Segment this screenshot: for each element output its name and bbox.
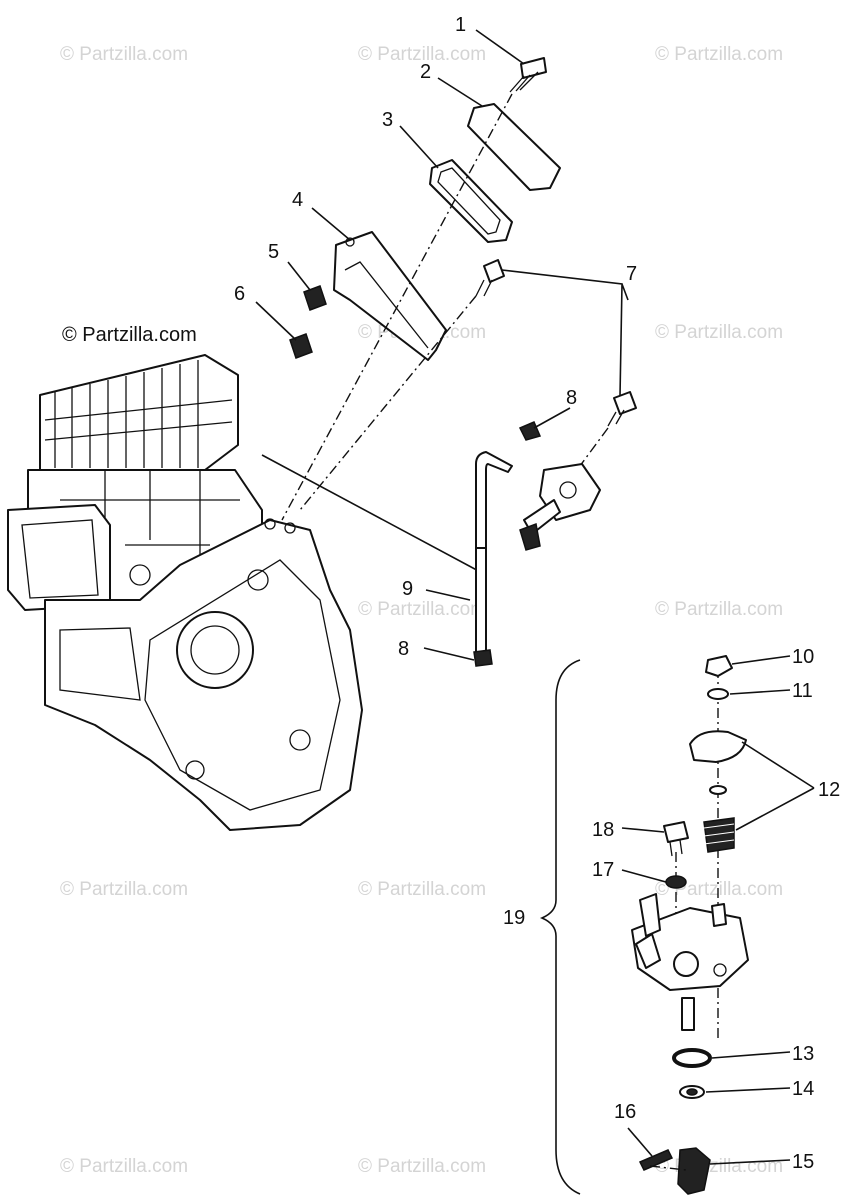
watermark: © Partzilla.com <box>655 322 783 343</box>
part-18-bolt <box>663 821 689 857</box>
callout-8-lower: 8 <box>398 638 409 660</box>
part-16-pin <box>638 1149 674 1171</box>
leader-lines <box>255 29 815 1165</box>
part-4-oil-tank <box>333 231 447 361</box>
callout-7: 7 <box>626 263 637 285</box>
watermark: © Partzilla.com <box>655 599 783 620</box>
watermark: © Partzilla.com <box>655 879 783 900</box>
callout-1: 1 <box>455 14 466 36</box>
callout-6: 6 <box>234 283 245 305</box>
callout-13: 13 <box>792 1043 814 1065</box>
watermark: © Partzilla.com <box>60 1156 188 1177</box>
callout-17: 17 <box>592 859 614 881</box>
watermark: © Partzilla.com <box>358 44 486 65</box>
watermark: © Partzilla.com <box>358 879 486 900</box>
callout-labels: 1 2 3 4 5 6 7 8 8 9 10 11 12 13 14 15 16… <box>234 14 840 1173</box>
watermark: © Partzilla.com <box>655 1156 783 1177</box>
part-12-spring <box>703 817 735 853</box>
part-13-o-ring <box>672 1048 712 1068</box>
callout-2: 2 <box>420 61 431 83</box>
part-3-gasket <box>429 159 513 243</box>
callout-4: 4 <box>292 189 303 211</box>
callout-16: 16 <box>614 1101 636 1123</box>
part-15-gear <box>677 1147 711 1195</box>
part-17-washer <box>665 875 687 889</box>
callout-9: 9 <box>402 578 413 600</box>
part-8-clamp-upper <box>518 421 542 441</box>
part-2-cover-plate <box>467 103 561 191</box>
part-11-washer <box>707 688 729 700</box>
watermark: © Partzilla.com <box>60 44 188 65</box>
part-5-nut <box>303 285 327 311</box>
oil-pump-body <box>631 893 749 1031</box>
callout-15: 15 <box>792 1151 814 1173</box>
callout-8-upper: 8 <box>566 387 577 409</box>
callout-19: 19 <box>503 907 525 929</box>
callout-11: 11 <box>792 680 813 702</box>
copyright-notice: © Partzilla.com <box>62 324 197 346</box>
group-19-bracket <box>539 659 581 1195</box>
callout-18: 18 <box>592 819 614 841</box>
callout-12: 12 <box>818 779 840 801</box>
part-7-fitting-upper <box>475 259 505 297</box>
callout-5: 5 <box>268 241 279 263</box>
callout-3: 3 <box>382 109 393 131</box>
part-9-oil-hose <box>475 451 513 655</box>
callout-14: 14 <box>792 1078 814 1100</box>
part-12-cam-lever <box>689 730 747 795</box>
part-7-fitting-lower <box>607 391 637 427</box>
oil-pump-side <box>519 463 601 551</box>
part-8-clamp-lower <box>473 649 493 667</box>
part-1-bolt <box>509 57 547 93</box>
watermark: © Partzilla.com <box>358 1156 486 1177</box>
watermark: © Partzilla.com <box>60 879 188 900</box>
part-10-nut <box>705 655 733 677</box>
part-14-bushing <box>679 1085 705 1099</box>
watermark: © Partzilla.com <box>358 599 486 620</box>
engine-block <box>7 354 363 831</box>
watermark: © Partzilla.com <box>655 44 783 65</box>
callout-10: 10 <box>792 646 814 668</box>
